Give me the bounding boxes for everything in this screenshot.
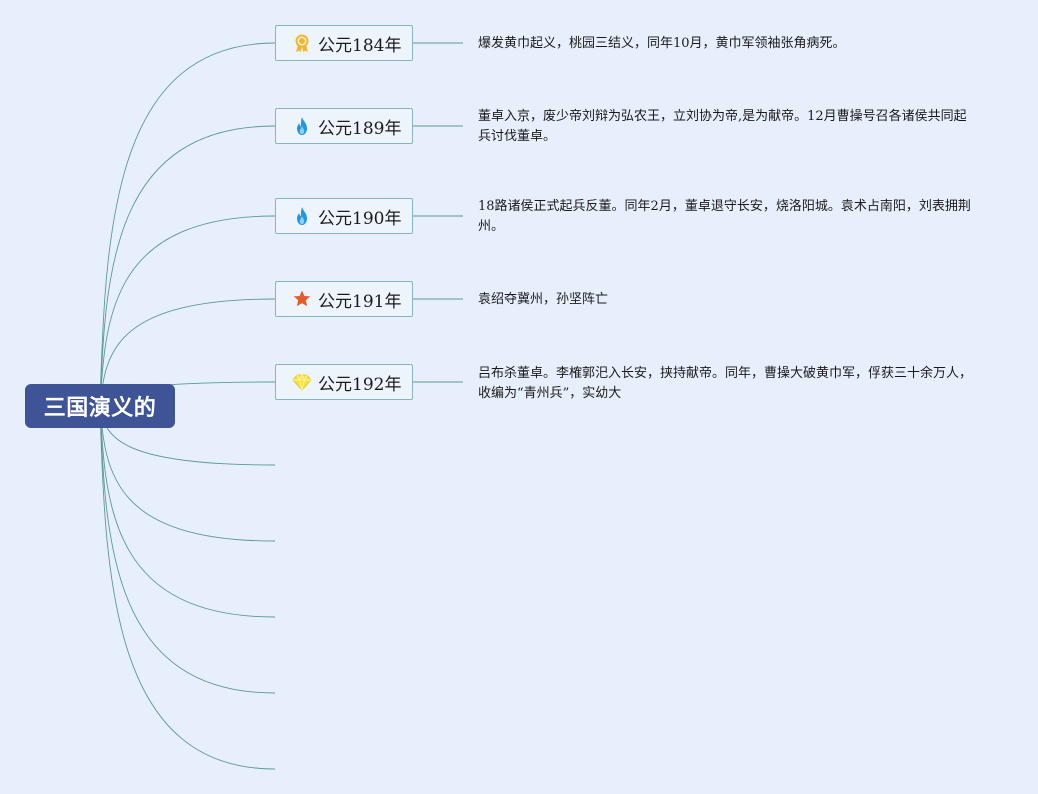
empty-branch-connector (99, 405, 276, 694)
topic-node-184[interactable]: 公元184年 (275, 25, 413, 61)
topic-label: 公元190年 (318, 208, 402, 229)
flame-icon (292, 206, 312, 226)
empty-branch-connector (99, 405, 276, 542)
topic-label: 公元189年 (318, 118, 402, 139)
star-icon (292, 289, 312, 309)
topic-node-189[interactable]: 公元189年 (275, 108, 413, 144)
topic-node-191[interactable]: 公元191年 (275, 281, 413, 317)
topic-label: 公元192年 (318, 374, 402, 395)
branch-connector (99, 125, 276, 407)
topic-description-191: 袁绍夺冀州，孙坚阵亡 (478, 292, 609, 307)
topic-description-190: 18路诸侯正式起兵反董。同年2月，董卓退守长安，烧洛阳城。袁术占南阳，刘表拥荆州… (478, 199, 971, 234)
topic-label: 公元191年 (318, 291, 402, 312)
root-topic[interactable]: 三国演义的 (25, 384, 175, 428)
topic-label: 公元184年 (318, 35, 402, 56)
topic-node-190[interactable]: 公元190年 (275, 198, 413, 234)
branch-connector (99, 42, 276, 407)
branch-connector (99, 215, 276, 407)
diamond-icon (292, 372, 312, 392)
topic-description-184: 爆发黄巾起义，桃园三结义，同年10月，黄巾军领袖张角病死。 (478, 36, 846, 51)
flame-icon (292, 116, 312, 136)
topic-description-192: 吕布杀董卓。李榷郭汜入长安，挟持献帝。同年，曹操大破黄巾军，俘获三十余万人，收编… (478, 366, 973, 401)
empty-branch-connector (99, 405, 276, 618)
root-topic-label: 三国演义的 (43, 396, 157, 421)
empty-branch-connector (99, 405, 276, 770)
medal-icon (292, 33, 312, 53)
topic-description-189: 董卓入京，废少帝刘辩为弘农王，立刘协为帝,是为献帝。12月曹操号召各诸侯共同起兵… (478, 109, 967, 144)
topic-node-192[interactable]: 公元192年 (275, 364, 413, 400)
